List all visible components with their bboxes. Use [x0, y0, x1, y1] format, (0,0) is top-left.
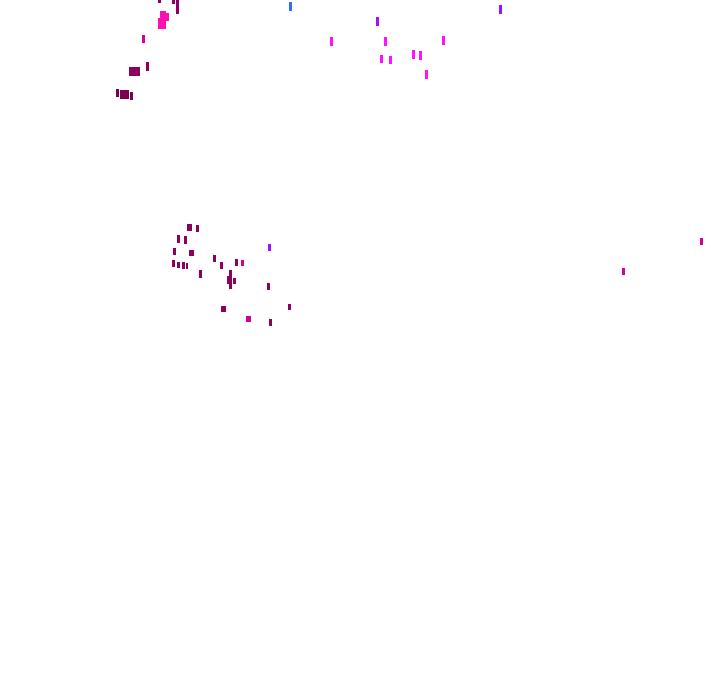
color-mark-34 — [199, 270, 202, 278]
color-mark-18 — [425, 70, 428, 79]
color-mark-29 — [189, 250, 194, 256]
color-mark-20 — [146, 62, 149, 71]
color-mark-46 — [221, 306, 226, 312]
color-mark-32 — [182, 262, 185, 269]
color-mark-48 — [269, 319, 272, 326]
color-mark-16 — [412, 50, 415, 59]
color-mark-43 — [268, 244, 271, 251]
color-mark-31 — [177, 262, 180, 268]
color-mark-9 — [376, 17, 379, 26]
color-mark-27 — [184, 236, 187, 244]
color-mark-41 — [233, 278, 236, 284]
color-mark-22 — [120, 90, 129, 99]
color-mark-37 — [235, 259, 238, 266]
color-mark-39 — [229, 270, 232, 278]
color-mark-38 — [241, 260, 244, 266]
color-mark-17 — [419, 51, 422, 60]
color-mark-36 — [220, 262, 223, 269]
color-mark-14 — [380, 55, 383, 63]
color-mark-19 — [129, 67, 140, 76]
color-mark-7 — [289, 2, 292, 11]
color-mark-50 — [622, 268, 625, 275]
color-mark-28 — [173, 248, 176, 255]
color-mark-21 — [116, 89, 119, 97]
color-mark-15 — [389, 56, 392, 64]
color-mark-25 — [196, 225, 199, 232]
color-mark-4 — [160, 11, 166, 19]
color-mark-13 — [442, 36, 445, 45]
color-mark-45 — [288, 304, 291, 310]
color-mark-10 — [499, 5, 502, 14]
color-mark-8 — [142, 35, 145, 43]
color-mark-30 — [172, 260, 175, 267]
color-mark-26 — [177, 235, 180, 243]
color-mark-23 — [130, 92, 133, 100]
color-mark-2 — [176, 0, 179, 7]
color-mark-49 — [700, 238, 703, 245]
color-mark-33 — [186, 263, 188, 269]
color-mark-35 — [213, 255, 216, 262]
color-mark-40 — [227, 276, 232, 284]
color-mark-47 — [246, 316, 251, 322]
color-mark-0 — [158, 0, 161, 3]
color-mark-24 — [187, 224, 192, 231]
color-mark-42 — [229, 284, 232, 289]
color-mark-44 — [267, 283, 270, 290]
color-mark-5 — [158, 18, 166, 29]
color-mark-3 — [176, 7, 179, 14]
color-mark-1 — [172, 0, 175, 4]
color-mark-11 — [330, 37, 333, 46]
color-mark-12 — [384, 37, 387, 46]
color-mark-6 — [166, 13, 169, 21]
